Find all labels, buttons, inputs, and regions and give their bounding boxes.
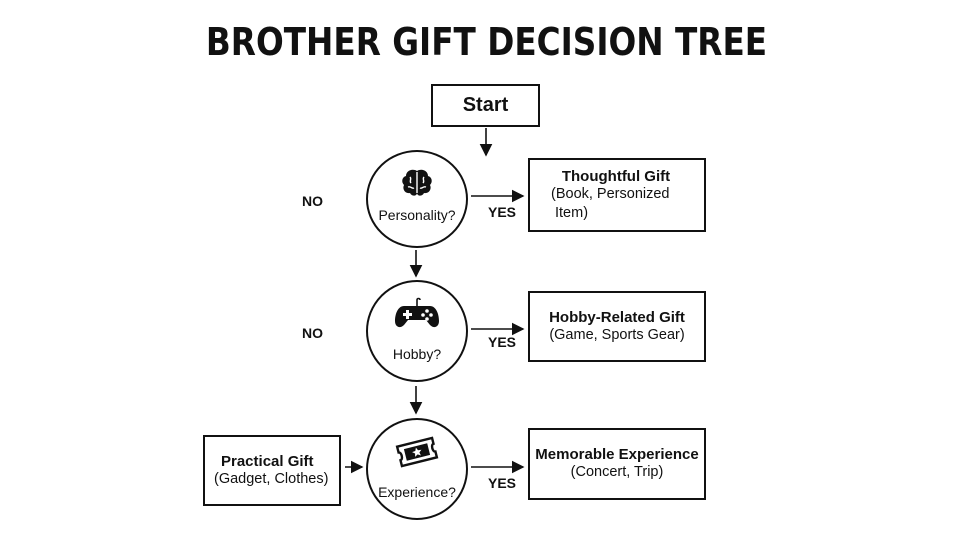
hobby-gift-title: Hobby-Related Gift [549, 308, 685, 326]
practical-gift-detail: (Gadget, Clothes) [214, 470, 329, 487]
hobby-yes-label: YES [488, 334, 517, 350]
experience-gift-title: Memorable Experience [535, 446, 699, 463]
thoughtful-gift-title: Thoughtful Gift [561, 167, 671, 185]
hobby-question: Hobby? [392, 346, 442, 362]
hobby-node: Hobby? [366, 280, 468, 382]
experience-node: Experience? [366, 418, 468, 520]
hobby-no-label: NO [302, 325, 323, 341]
brain-icon [400, 168, 434, 203]
thoughtful-gift-detail-line1: (Book, Personized [551, 185, 670, 202]
hobby-gift-box: Hobby-Related Gift (Game, Sports Gear) [528, 291, 706, 362]
experience-question: Experience? [378, 484, 456, 500]
personality-no-label: NO [302, 193, 323, 209]
hobby-gift-detail: (Game, Sports Gear) [549, 326, 685, 343]
gamepad-icon [394, 296, 440, 335]
thoughtful-gift-box: Thoughtful Gift (Book, Personized Item) [528, 158, 706, 232]
practical-gift-title: Practical Gift [221, 452, 314, 470]
personality-node: Personality? [366, 150, 468, 248]
thoughtful-gift-detail-line2: Item) [555, 204, 589, 221]
experience-gift-box: Memorable Experience (Concert, Trip) [528, 428, 706, 500]
experience-yes-label: YES [488, 475, 517, 491]
personality-question: Personality? [378, 207, 456, 223]
practical-gift-box: Practical Gift (Gadget, Clothes) [203, 435, 341, 506]
start-box: Start [431, 84, 540, 127]
page-title: BROTHER GIFT DECISION TREE [205, 20, 768, 64]
ticket-icon [393, 434, 441, 475]
experience-gift-detail: (Concert, Trip) [570, 464, 664, 480]
personality-yes-label: YES [488, 204, 517, 220]
